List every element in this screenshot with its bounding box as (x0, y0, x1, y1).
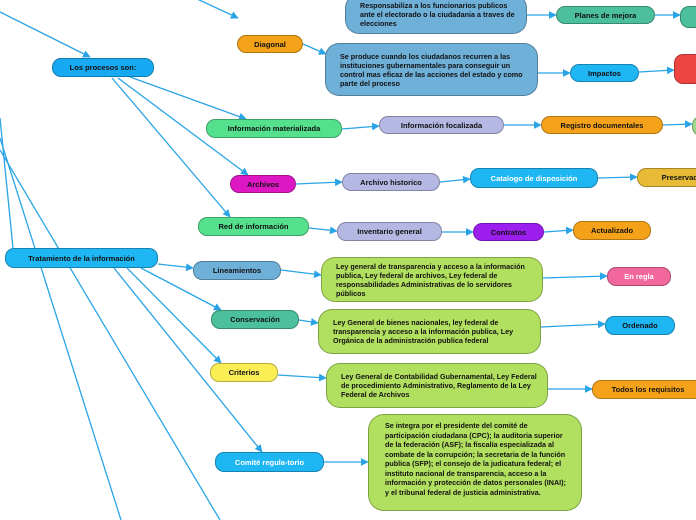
edge-trat-comite (113, 267, 263, 453)
node-label: Comité regula-torio (234, 457, 305, 467)
node-label: Ley General de bienes nacionales, ley fe… (333, 318, 514, 345)
node-info-focalizada[interactable]: Información focalizada (379, 116, 504, 134)
node-comite-regulatorio[interactable]: Comité regula-torio (215, 452, 324, 472)
edge-cons-ley (298, 318, 319, 326)
edge-crit-ley (277, 373, 327, 382)
edge-in-diagonal (197, 0, 239, 19)
node-label: Información focalizada (400, 120, 483, 130)
node-todos-requisitos[interactable]: Todos los requisitos (592, 380, 696, 399)
node-planes-mejora[interactable]: Planes de mejora (556, 6, 655, 24)
node-ordenado[interactable]: Ordenado (605, 316, 675, 335)
node-label: Diagonal (254, 39, 286, 49)
edge-procesos-info (129, 76, 247, 121)
edge-procesos-red (111, 77, 231, 218)
node-ley-general-transparencia[interactable]: Ley general de transparencia y acceso a … (321, 257, 543, 302)
node-label: Conservación (230, 315, 280, 324)
edge-trat-crit (126, 267, 222, 364)
node-inventario-general[interactable]: Inventario general (337, 222, 442, 241)
node-label: Ley General de Contabilidad Gubernamenta… (341, 372, 537, 399)
edge-diag-se (302, 43, 327, 55)
node-label: Responsabiliza a los funcionarios public… (360, 0, 515, 28)
edge-red-inv (308, 226, 338, 235)
edge-left-3 (0, 149, 221, 520)
node-en-regla[interactable]: En regla (607, 267, 671, 286)
node-lineamientos[interactable]: Lineamientos (193, 261, 281, 280)
edge-reg-next (662, 120, 693, 129)
node-se-integra[interactable]: Se integra por el presidente del comité … (368, 414, 582, 511)
node-red-informacion[interactable]: Red de información (198, 217, 309, 236)
node-label: Ley general de transparencia y acceso a … (336, 261, 525, 298)
node-label: Información materializada (227, 124, 321, 133)
node-responsabiliza[interactable]: Responsabiliza a los funcionarios public… (345, 0, 527, 34)
node-planes-mejora-next[interactable] (680, 6, 696, 28)
edge-arch-hist (295, 178, 343, 187)
node-tratamiento[interactable]: Tratamiento de la información (5, 248, 158, 268)
node-label: Todos los requisitos (611, 385, 685, 394)
node-archivo-historico[interactable]: Archivo historico (342, 173, 440, 191)
node-archivos[interactable]: Archivos (230, 175, 296, 193)
node-info-materializada[interactable]: Información materializada (206, 119, 342, 138)
edge-lin-ley (280, 269, 322, 278)
node-label: Red de información (218, 222, 289, 231)
edge-mat-foc (341, 122, 380, 131)
edge-hist-cat (439, 175, 471, 184)
node-label: En regla (624, 272, 654, 281)
edge-cat-pres (597, 173, 638, 182)
node-label: Se produce cuando los ciudadanos recurre… (340, 51, 523, 88)
node-label: Catalogo de disposición (490, 173, 578, 183)
node-label: Registro documentales (560, 120, 644, 130)
edge-left-2 (0, 137, 122, 520)
edge-trat-lin (157, 263, 194, 272)
node-los-procesos[interactable]: Los procesos son: (52, 58, 154, 77)
node-label: Contratos (490, 227, 527, 237)
node-label: Los procesos son: (69, 63, 137, 72)
node-label: Archivo historico (360, 177, 422, 187)
edge-imp-next (638, 66, 675, 75)
edge-ley-ordenado (540, 320, 606, 329)
node-label: Impactos (588, 68, 621, 78)
node-label: Archivos (246, 179, 280, 189)
node-actualizado[interactable]: Actualizado (573, 221, 651, 240)
node-impactos[interactable]: Impactos (570, 64, 639, 82)
edge-ley-enregla (542, 272, 608, 281)
node-label: Criterios (228, 368, 260, 377)
node-label: Actualizado (590, 226, 634, 235)
node-contratos[interactable]: Contratos (473, 223, 544, 241)
node-label: Preservado (661, 173, 696, 182)
node-preservado[interactable]: Preservado (637, 168, 696, 187)
node-ley-bienes-nacionales[interactable]: Ley General de bienes nacionales, ley fe… (318, 309, 541, 354)
node-conservacion[interactable]: Conservación (211, 310, 299, 329)
node-impactos-next[interactable] (674, 54, 696, 84)
node-ley-contabilidad[interactable]: Ley General de Contabilidad Gubernamenta… (326, 363, 548, 408)
node-label: Planes de mejora (574, 10, 637, 20)
node-catalogo-disposicion[interactable]: Catalogo de disposición (470, 168, 598, 188)
node-label: Tratamiento de la información (28, 253, 135, 263)
edge-contr-act (543, 226, 574, 235)
node-se-produce[interactable]: Se produce cuando los ciudadanos recurre… (325, 43, 538, 96)
node-label: Ordenado (622, 321, 658, 330)
node-label: Inventario general (357, 227, 422, 236)
edge-procesos-arch (117, 77, 249, 176)
edge-procesos-in (0, 11, 91, 58)
node-criterios[interactable]: Criterios (210, 363, 278, 382)
node-label: Se integra por el presidente del comité … (385, 421, 566, 497)
node-label: Lineamientos (212, 266, 262, 275)
node-diagonal[interactable]: Diagonal (237, 35, 303, 53)
node-registro-documentales[interactable]: Registro documentales (541, 116, 663, 134)
edge-left-1 (0, 117, 14, 249)
edge-trat-cons (140, 267, 222, 311)
